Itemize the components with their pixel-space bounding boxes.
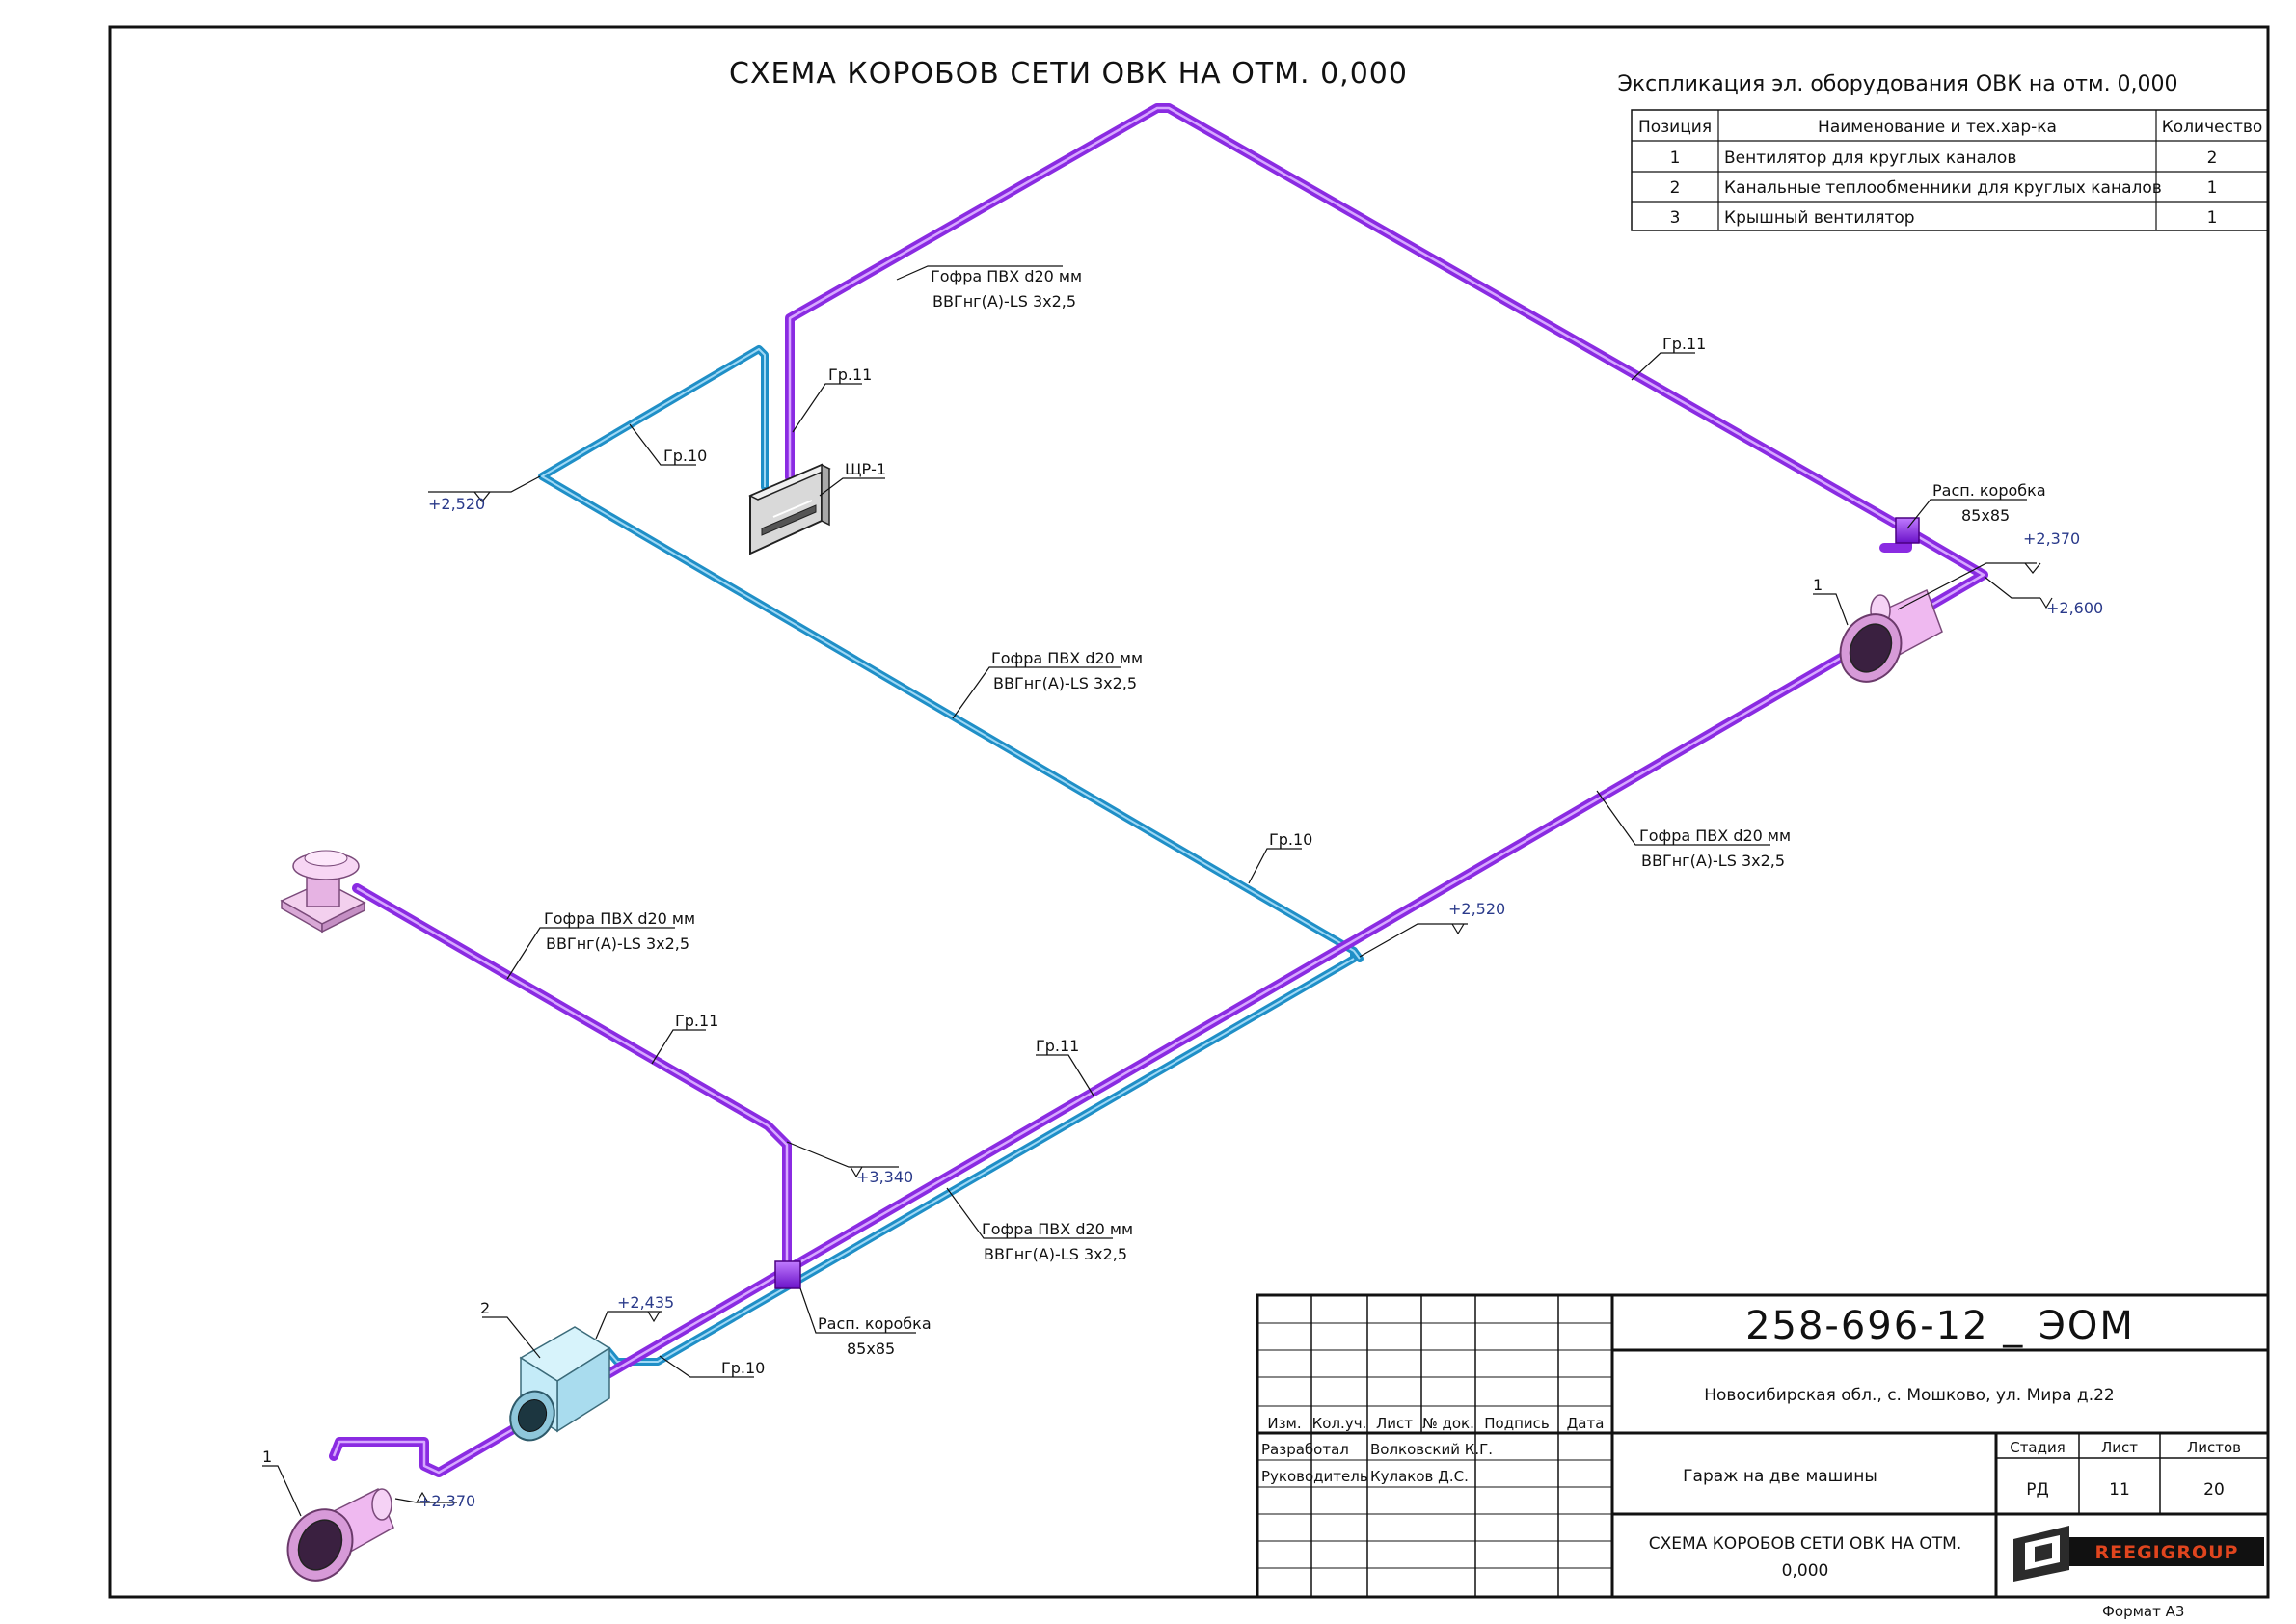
cable-label-top-line2: ВВГнг(А)-LS 3х2,5 [932, 292, 1076, 311]
stamp-sheet-label: Лист [2101, 1439, 2138, 1456]
explication-row3-qty: 1 [2207, 208, 2218, 228]
cable-label-center-line2: ВВГнг(А)-LS 3х2,5 [993, 674, 1137, 692]
stamp-role-developer: Разработал [1261, 1441, 1349, 1458]
stamp-object: Гараж на две машины [1683, 1467, 1877, 1486]
junction-box-top [1895, 517, 1920, 544]
explication-row3-name: Крышный вентилятор [1724, 208, 1915, 228]
cable-label-left-line1: Гофра ПВХ d20 мм [544, 909, 695, 928]
stamp-col-podpis: Подпись [1484, 1415, 1549, 1432]
explication-col-qty: Количество [2162, 118, 2263, 137]
sheet-frame [108, 25, 2270, 1599]
distribution-panel-shr1 [748, 463, 831, 555]
explication-row2-qty: 1 [2207, 178, 2218, 198]
label-junction-box-top-line2: 85х85 [1961, 506, 2010, 525]
logo-text: REEGIGROUP [2095, 1542, 2239, 1563]
cable-label-center-line1: Гофра ПВХ d20 мм [991, 649, 1143, 667]
explication-row2-name: Канальные теплообменники для круглых кан… [1724, 178, 2162, 198]
elevation-3340: +3,340 [856, 1168, 913, 1186]
label-pos2: 2 [480, 1299, 490, 1317]
stamp-address: Новосибирская обл., с. Мошково, ул. Мира… [1704, 1386, 2114, 1405]
elevation-marks [416, 491, 2053, 1503]
label-gr11-lower: Гр.11 [1036, 1037, 1079, 1055]
explication-row1-name: Вентилятор для круглых каналов [1724, 149, 2016, 168]
stamp-col-kolch: Кол.уч. [1312, 1415, 1367, 1432]
cable-label-left-line2: ВВГнг(А)-LS 3х2,5 [546, 934, 689, 953]
stamp-name-developer: Волковский К.Г. [1370, 1441, 1493, 1458]
explication-table: Экспликация эл. оборудования ОВК на отм.… [1617, 72, 2269, 231]
stamp-stage-label: Стадия [2010, 1439, 2066, 1456]
label-gr11-panel: Гр.11 [828, 365, 872, 384]
explication-row2-pos: 2 [1670, 178, 1681, 198]
label-gr11-left: Гр.11 [675, 1012, 718, 1030]
explication-col-name: Наименование и тех.хар-ка [1818, 118, 2057, 137]
elevation-2435: +2,435 [617, 1293, 674, 1312]
label-junction-box-bottom-line1: Расп. коробка [818, 1314, 932, 1333]
stamp-col-izm: Изм. [1267, 1415, 1301, 1432]
explication-row1-pos: 1 [1670, 149, 1681, 168]
title-block [1256, 1293, 2270, 1599]
stamp-role-head: Руководитель [1261, 1468, 1368, 1485]
stamp-sheet-value: 11 [2109, 1480, 2130, 1500]
cable-label-right-line2: ВВГнг(А)-LS 3х2,5 [1641, 852, 1785, 870]
duct-fan-top-right [1839, 588, 1943, 683]
elevation-2520-left: +2,520 [428, 495, 485, 513]
label-gr10-bottom: Гр.10 [721, 1359, 765, 1377]
elevation-2600: +2,600 [2046, 599, 2103, 617]
company-logo: REEGIGROUP [2013, 1526, 2264, 1582]
cable-label-lower-line1: Гофра ПВХ d20 мм [982, 1220, 1133, 1238]
explication-col-position: Позиция [1638, 118, 1712, 137]
stamp-sheet-title-line1: СХЕМА КОРОБОВ СЕТИ ОВК НА ОТМ. [1649, 1534, 1961, 1554]
label-gr10-center: Гр.10 [1269, 830, 1312, 849]
leader-lines [262, 265, 2040, 1517]
stamp-sheets-value: 20 [2203, 1480, 2225, 1500]
label-pos1-bottom-left: 1 [262, 1448, 272, 1466]
label-gr11-top-right: Гр.11 [1662, 335, 1706, 353]
stamp-col-list: Лист [1376, 1415, 1413, 1432]
label-pos1-top-right: 1 [1813, 576, 1823, 594]
drawing-title: СХЕМА КОРОБОВ СЕТИ ОВК НА ОТМ. 0,000 [729, 57, 1408, 91]
elevation-2520-center: +2,520 [1448, 900, 1505, 918]
explication-heading: Экспликация эл. оборудования ОВК на отм.… [1617, 72, 2177, 96]
elevation-2370-right: +2,370 [2023, 529, 2080, 548]
stamp-sheets-label: Листов [2187, 1439, 2241, 1456]
label-shr1: ЩР-1 [845, 460, 886, 478]
label-junction-box-top-line1: Расп. коробка [1932, 481, 2046, 500]
stamp-doc-number: 258-696-12 _ ЭОМ [1745, 1304, 2135, 1348]
elevation-2370-left: +2,370 [419, 1492, 475, 1510]
cable-label-lower-line2: ВВГнг(А)-LS 3х2,5 [984, 1245, 1127, 1263]
duct-fan-bottom-left [286, 1487, 394, 1582]
cable-label-top-line1: Гофра ПВХ d20 мм [931, 267, 1082, 285]
format-label: Формат А3 [2102, 1603, 2184, 1620]
cable-route-gr11 [329, 103, 1988, 1477]
cable-route-gr10 [538, 345, 1364, 1366]
stamp-name-head: Кулаков Д.С. [1370, 1468, 1469, 1485]
stamp-sheet-title-line2: 0,000 [1782, 1561, 1829, 1581]
stamp-stage-value: РД [2026, 1480, 2049, 1500]
stamp-col-ndoc: № док. [1422, 1415, 1474, 1432]
stamp-col-data: Дата [1567, 1415, 1605, 1432]
junction-box-bottom [774, 1260, 801, 1289]
roof-fan [280, 850, 366, 934]
heat-exchanger [509, 1326, 611, 1442]
label-junction-box-bottom-line2: 85х85 [847, 1340, 895, 1358]
explication-row1-qty: 2 [2207, 149, 2218, 168]
cable-label-right-line1: Гофра ПВХ d20 мм [1639, 826, 1791, 845]
explication-row3-pos: 3 [1670, 208, 1681, 228]
label-gr10-top-left: Гр.10 [663, 447, 707, 465]
